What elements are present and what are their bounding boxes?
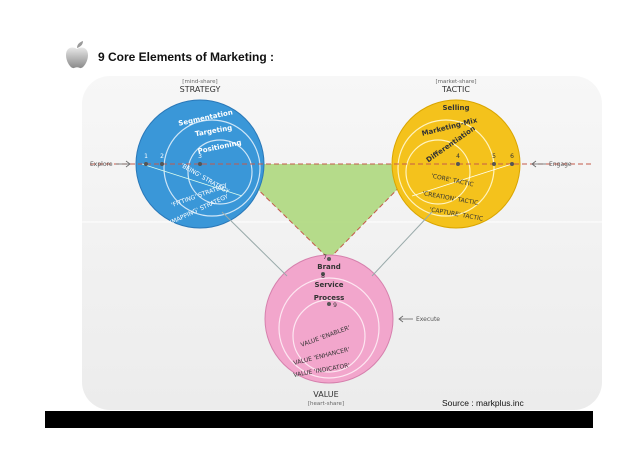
svg-text:4: 4 bbox=[456, 153, 460, 160]
brand-label: Brand bbox=[317, 263, 341, 271]
point-5: 5 bbox=[492, 153, 496, 166]
execute-label: Execute bbox=[416, 316, 440, 323]
apple-logo-icon bbox=[66, 41, 88, 69]
process-label: Process bbox=[314, 294, 345, 302]
point-7: 7 bbox=[323, 254, 331, 261]
point-2: 2 bbox=[160, 153, 164, 166]
svg-text:2: 2 bbox=[160, 153, 164, 160]
point-4: 4 bbox=[456, 153, 460, 166]
service-label: Service bbox=[314, 281, 343, 289]
bottom-bar bbox=[45, 411, 593, 428]
point-6: 6 bbox=[510, 153, 514, 166]
engage-label: Engage bbox=[549, 161, 572, 168]
svg-text:1: 1 bbox=[144, 153, 148, 160]
svg-text:3: 3 bbox=[198, 153, 202, 160]
explore-label: Explore bbox=[90, 161, 113, 168]
svg-text:7: 7 bbox=[323, 254, 327, 261]
svg-text:6: 6 bbox=[510, 153, 514, 160]
marketing-diagram: [mind-share] STRATEGY [market-share] TAC… bbox=[82, 76, 602, 410]
source-note: Source : markplus.inc bbox=[442, 398, 524, 408]
value-title: VALUE bbox=[313, 390, 338, 399]
svg-text:8: 8 bbox=[321, 273, 325, 280]
tactic-title: TACTIC bbox=[441, 85, 470, 94]
selling-label: Selling bbox=[443, 104, 470, 112]
core-triangle bbox=[232, 164, 422, 259]
explore-arrow: Explore bbox=[90, 160, 131, 168]
value-share-label: [heart-share] bbox=[308, 401, 344, 407]
slide-title: 9 Core Elements of Marketing : bbox=[98, 50, 275, 64]
svg-text:5: 5 bbox=[492, 153, 496, 160]
strategy-title: STRATEGY bbox=[180, 85, 221, 94]
strategy-share-label: [mind-share] bbox=[182, 79, 217, 85]
value-circle bbox=[264, 254, 394, 384]
point-8: 8 bbox=[321, 272, 325, 280]
tactic-share-label: [market-share] bbox=[435, 79, 476, 85]
point-1: 1 bbox=[144, 153, 148, 166]
point-9: 9 bbox=[327, 302, 337, 309]
execute-arrow: Execute bbox=[398, 315, 440, 323]
engage-arrow: Engage bbox=[531, 160, 572, 168]
point-3: 3 bbox=[198, 153, 202, 166]
svg-text:9: 9 bbox=[333, 302, 337, 309]
